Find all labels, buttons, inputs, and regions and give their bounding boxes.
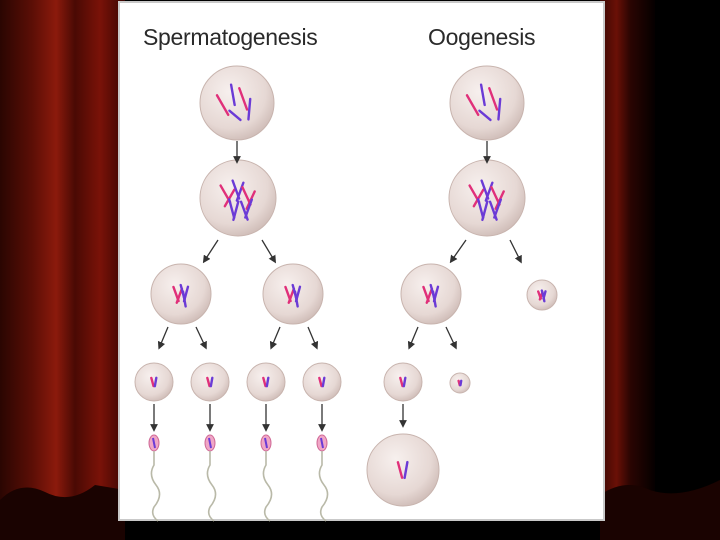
chromosome <box>402 376 407 388</box>
secondary-spermatocyte-cell <box>262 263 324 325</box>
down-arrow-icon <box>157 326 169 350</box>
chromosome <box>152 437 156 449</box>
chromosome <box>209 376 214 388</box>
sperm-tail <box>206 451 217 522</box>
cell-layer <box>134 65 558 507</box>
chromosome <box>181 290 187 308</box>
ovum-cell <box>366 433 440 507</box>
sperm-layer <box>148 434 329 522</box>
oogenesis-title: Oogenesis <box>428 24 535 50</box>
spermatogenesis-title: Spermatogenesis <box>143 24 318 50</box>
chromosome <box>497 97 502 121</box>
chromosome <box>293 290 299 308</box>
cell-membrane <box>449 65 525 141</box>
cell-membrane <box>134 362 174 402</box>
down-arrow-icon <box>195 326 207 350</box>
sperm-cell-icon <box>204 434 217 522</box>
down-arrow-icon <box>449 239 467 264</box>
chromosome <box>484 181 494 202</box>
chromosome <box>472 188 485 208</box>
sperm-cell-icon <box>148 434 161 522</box>
cell-membrane <box>246 362 286 402</box>
spermatid-cell <box>190 362 230 402</box>
chromosome <box>206 376 211 388</box>
chromosome <box>318 376 323 388</box>
chromosome <box>403 460 409 480</box>
chromosome <box>228 198 236 219</box>
chromosome <box>488 87 499 111</box>
primary-oogonium-cell <box>449 65 525 141</box>
chromosome <box>431 290 437 308</box>
chromosome <box>153 376 158 388</box>
chromosome <box>320 437 324 449</box>
cell-membrane <box>366 433 440 507</box>
chromosome <box>478 109 492 122</box>
chromosome <box>247 97 252 121</box>
sperm-cell-icon <box>316 434 329 522</box>
spermatid-cell <box>246 362 286 402</box>
chromosome <box>465 94 480 117</box>
diagram-panel <box>118 1 605 521</box>
chromosome <box>150 376 155 388</box>
right-curtain <box>600 0 655 500</box>
primary-spermatocyte-cell <box>199 159 277 237</box>
chromosome <box>215 94 230 117</box>
down-arrow-icon <box>445 326 457 350</box>
chromosome <box>175 287 184 304</box>
spermatid-cell <box>134 362 174 402</box>
chromosome <box>425 287 434 304</box>
chromosome <box>229 83 236 107</box>
ootid-cell <box>383 362 423 402</box>
chromosome <box>396 461 404 479</box>
down-arrow-icon <box>202 239 219 264</box>
chromosome <box>208 437 212 449</box>
right-curtain-hem <box>600 480 720 540</box>
chromosome <box>235 181 245 202</box>
chromosome <box>265 376 270 388</box>
chromosome <box>232 200 240 222</box>
first-polar-body-cell <box>526 279 558 311</box>
sperm-tail <box>262 451 273 522</box>
cell-membrane <box>302 362 342 402</box>
chromosome <box>481 200 489 222</box>
sperm-tail <box>150 451 161 522</box>
chromosome <box>262 376 267 388</box>
left-curtain <box>0 0 125 500</box>
chromosome <box>321 376 326 388</box>
chromosome <box>399 376 404 388</box>
chromosome <box>541 292 546 303</box>
chromosome <box>459 379 463 387</box>
primary-oocyte-cell <box>448 159 526 237</box>
primary-spermatogonium-cell <box>199 65 275 141</box>
secondary-oocyte-cell <box>400 263 462 325</box>
cell-membrane <box>190 362 230 402</box>
left-curtain-hem <box>0 485 125 540</box>
down-arrow-icon <box>509 239 522 264</box>
cell-membrane <box>199 65 275 141</box>
chromosome <box>223 188 236 208</box>
spermatid-cell <box>302 362 342 402</box>
chromosome <box>238 87 249 111</box>
chromosome <box>264 437 268 449</box>
down-arrow-icon <box>269 326 281 350</box>
down-arrow-icon <box>407 326 419 350</box>
arrow-layer <box>150 141 522 432</box>
down-arrow-icon <box>307 326 319 350</box>
chromosome <box>477 198 485 219</box>
down-arrow-icon <box>261 239 277 264</box>
chromosome <box>479 83 486 107</box>
chromosome <box>228 109 242 122</box>
second-polar-body-cell <box>449 372 471 394</box>
sperm-cell-icon <box>260 434 273 522</box>
sperm-tail <box>318 451 329 522</box>
chromosome <box>287 287 296 304</box>
secondary-spermatocyte-cell <box>150 263 212 325</box>
chromosome <box>244 198 254 219</box>
chromosome <box>493 198 503 219</box>
cell-membrane <box>383 362 423 402</box>
